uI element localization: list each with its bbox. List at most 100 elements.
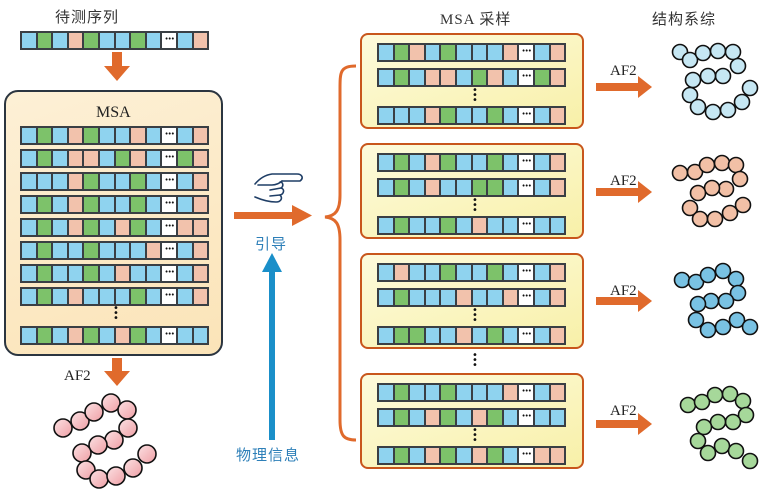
residue-bead xyxy=(123,458,143,478)
residue-cell xyxy=(394,385,409,400)
residue-bead xyxy=(734,196,752,214)
residue-cell xyxy=(456,45,471,60)
residue-cell xyxy=(425,70,440,85)
residue-bead xyxy=(706,210,724,228)
structure-ensemble-title: 结构系综 xyxy=(652,10,717,28)
residue-bead xyxy=(689,432,707,450)
ellipsis-cell xyxy=(162,265,176,281)
ellipsis-cell xyxy=(519,154,533,170)
residue-cell xyxy=(99,33,114,48)
residue-cell xyxy=(99,174,114,189)
ellipsis-cell xyxy=(519,384,533,400)
sample-ellipsis: ••• xyxy=(472,425,478,446)
residue-bead xyxy=(734,392,752,410)
residue-bead xyxy=(687,311,705,329)
residue-cell xyxy=(84,33,98,48)
residue-cell xyxy=(68,151,83,166)
residue-cell xyxy=(503,265,518,280)
residue-cell xyxy=(472,155,487,170)
residue-cell xyxy=(131,197,145,212)
residue-cell xyxy=(115,151,130,166)
msa-row xyxy=(20,326,210,345)
residue-bead xyxy=(691,210,709,228)
residue-cell xyxy=(394,290,409,305)
residue-cell xyxy=(456,70,471,85)
residue-cell xyxy=(379,218,393,233)
residue-cell xyxy=(53,33,67,48)
residue-cell xyxy=(456,108,471,123)
residue-bead xyxy=(699,266,717,284)
residue-bead xyxy=(699,444,717,462)
residue-cell xyxy=(425,218,440,233)
residue-cell xyxy=(503,218,518,233)
residue-bead xyxy=(709,413,727,431)
residue-cell xyxy=(177,266,192,281)
residue-cell xyxy=(410,448,424,463)
arrow-msa-to-af2 xyxy=(104,358,130,386)
residue-cell xyxy=(394,410,409,425)
residue-cell xyxy=(503,328,518,343)
residue-cell xyxy=(425,155,440,170)
residue-cell xyxy=(534,265,549,280)
residue-cell xyxy=(488,265,502,280)
residue-cell xyxy=(441,385,455,400)
sample-row xyxy=(377,326,567,345)
residue-cell xyxy=(115,220,130,235)
residue-cell xyxy=(425,180,440,195)
residue-cell xyxy=(456,328,471,343)
msa-row xyxy=(20,241,210,260)
residue-cell xyxy=(193,220,208,235)
residue-cell xyxy=(488,328,502,343)
msa-row xyxy=(20,218,210,237)
pointing-hand-icon xyxy=(254,173,303,203)
residue-cell xyxy=(534,45,549,60)
residue-bead xyxy=(729,284,747,302)
ellipsis-cell xyxy=(519,327,533,343)
residue-bead xyxy=(741,318,759,336)
residue-cell xyxy=(177,33,192,48)
residue-bead xyxy=(713,154,731,172)
residue-cell xyxy=(441,448,455,463)
residue-cell xyxy=(37,220,52,235)
residue-cell xyxy=(425,448,440,463)
residue-cell xyxy=(53,151,67,166)
sample-row xyxy=(377,263,567,282)
residue-cell xyxy=(503,410,518,425)
residue-bead xyxy=(693,393,711,411)
residue-cell xyxy=(488,180,502,195)
msa-sampling-title: MSA 采样 xyxy=(440,8,511,29)
residue-cell xyxy=(53,266,67,281)
residue-cell xyxy=(84,289,98,304)
residue-cell xyxy=(146,151,161,166)
sample-ellipsis: ••• xyxy=(472,305,478,326)
residue-cell xyxy=(131,33,145,48)
residue-cell xyxy=(394,70,409,85)
residue-cell xyxy=(84,197,98,212)
structure-ensemble-member xyxy=(671,154,752,228)
af2-arrow xyxy=(596,76,652,98)
msa-title: MSA xyxy=(96,104,131,121)
residue-cell xyxy=(472,328,487,343)
residue-cell xyxy=(503,180,518,195)
residue-cell xyxy=(379,265,393,280)
residue-cell xyxy=(441,70,455,85)
msa-row xyxy=(20,287,210,306)
af2-predicted-structure xyxy=(53,393,157,489)
query-sequence xyxy=(20,31,210,50)
msa-row xyxy=(20,126,210,145)
residue-cell xyxy=(550,328,565,343)
residue-cell xyxy=(441,290,455,305)
residue-bead xyxy=(117,400,137,420)
residue-cell xyxy=(425,410,440,425)
residue-cell xyxy=(472,218,487,233)
residue-cell xyxy=(146,328,161,343)
residue-cell xyxy=(53,220,67,235)
msa-sampling-title-text: MSA 采样 xyxy=(440,12,512,28)
residue-bead xyxy=(737,406,755,424)
residue-cell xyxy=(550,155,565,170)
residue-cell xyxy=(131,128,145,143)
residue-cell xyxy=(503,448,518,463)
residue-cell xyxy=(550,385,565,400)
sample-row xyxy=(377,153,567,172)
residue-cell xyxy=(68,128,83,143)
